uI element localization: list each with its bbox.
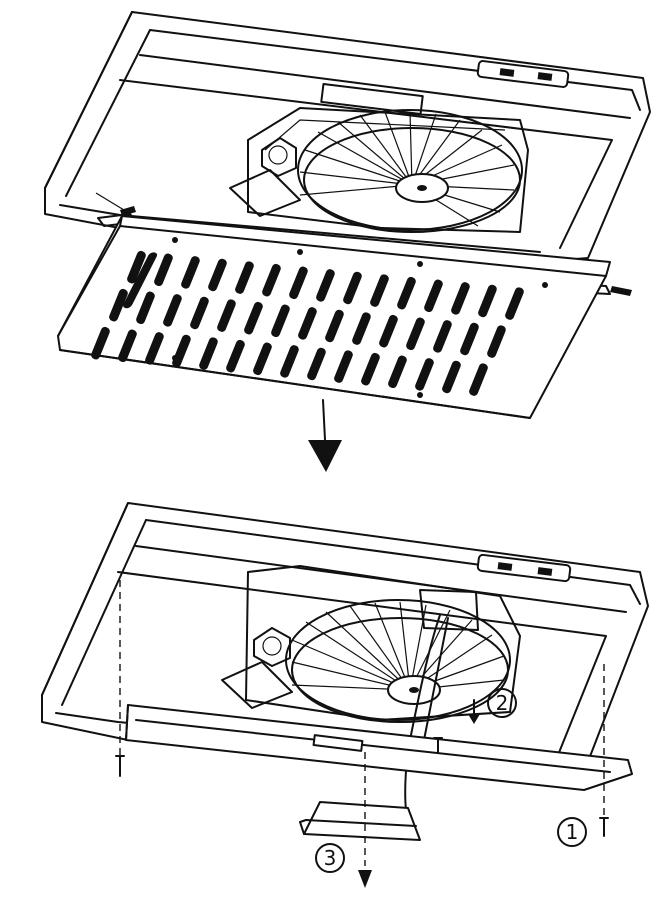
filter-slot bbox=[388, 355, 407, 389]
filter-slot bbox=[208, 258, 227, 292]
filter-slot bbox=[271, 304, 290, 338]
filter-slot bbox=[163, 294, 182, 327]
filter-slots bbox=[123, 252, 158, 309]
hood-bottom-assembly: 1 2 3 bbox=[41, 502, 649, 888]
filter-slot bbox=[172, 334, 191, 368]
filter-slot bbox=[487, 325, 506, 358]
callout-step-1-label: 1 bbox=[566, 820, 579, 844]
callout-step-3-label: 3 bbox=[324, 846, 337, 870]
callout-step-1: 1 bbox=[557, 817, 587, 847]
filter-slot bbox=[217, 299, 236, 332]
filter-slot bbox=[136, 291, 155, 325]
filter-slot bbox=[289, 266, 308, 300]
down-arrow-icon bbox=[468, 699, 480, 724]
filter-slot bbox=[154, 253, 173, 287]
filter-slot bbox=[262, 263, 281, 297]
screw-icon bbox=[115, 755, 125, 777]
light-window-top bbox=[320, 82, 424, 116]
filter-slot bbox=[91, 326, 110, 360]
filter-slot bbox=[379, 314, 398, 348]
control-panel-top bbox=[476, 60, 570, 88]
hood-top-assembly bbox=[44, 11, 651, 472]
filter-slot bbox=[244, 301, 263, 335]
filter-slot bbox=[226, 339, 245, 373]
grease-filter-panel bbox=[57, 215, 611, 419]
filter-slot bbox=[280, 345, 299, 378]
filter-slot bbox=[469, 363, 488, 396]
screw-icon bbox=[433, 737, 443, 753]
filter-slot bbox=[505, 287, 524, 320]
filter-slot bbox=[343, 271, 362, 305]
filter-slot bbox=[433, 320, 452, 353]
filter-slot bbox=[325, 309, 344, 343]
filter-slot bbox=[145, 332, 164, 365]
filter-slot bbox=[298, 307, 317, 340]
filter-slot bbox=[127, 250, 146, 284]
filter-slot bbox=[361, 352, 380, 386]
filter-slot bbox=[316, 269, 335, 302]
filter-slot bbox=[352, 312, 371, 345]
filter-slot bbox=[190, 296, 209, 330]
filter-slot bbox=[370, 274, 389, 307]
fan-wheel-top bbox=[297, 109, 523, 233]
filter-slot bbox=[334, 350, 353, 383]
filter-slot bbox=[460, 322, 479, 356]
filter-slot bbox=[109, 288, 128, 322]
callout-step-2-label: 2 bbox=[496, 691, 509, 715]
filter-slot bbox=[253, 342, 272, 376]
light-assembly bbox=[299, 801, 421, 841]
down-arrow-icon bbox=[358, 870, 372, 888]
filter-slot bbox=[307, 347, 326, 381]
filter-slot bbox=[478, 284, 497, 318]
filter-slot bbox=[442, 360, 461, 394]
down-arrow-icon bbox=[308, 399, 342, 472]
screw-icon bbox=[599, 817, 609, 837]
callout-step-3: 3 bbox=[315, 843, 345, 873]
callout-step-2: 2 bbox=[487, 688, 517, 718]
filter-slot bbox=[415, 358, 434, 391]
filter-slot bbox=[199, 337, 218, 370]
filter-slot bbox=[397, 276, 416, 310]
filter-slot bbox=[424, 279, 443, 313]
filter-slot bbox=[451, 282, 470, 315]
filter-slot bbox=[235, 261, 254, 294]
filter-slot bbox=[118, 329, 137, 363]
filter-slot bbox=[181, 256, 200, 289]
filter-slot bbox=[406, 317, 425, 351]
